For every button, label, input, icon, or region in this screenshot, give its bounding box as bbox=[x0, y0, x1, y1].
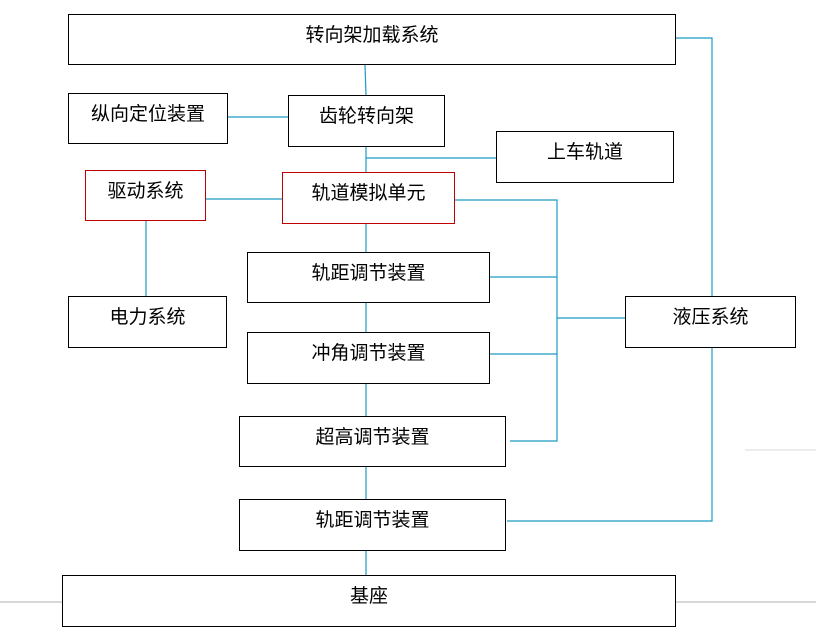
hydraulic-system-box: 液压系统 bbox=[625, 296, 796, 348]
link-super-to-bus bbox=[510, 318, 558, 442]
gauge-adjust-box-2: 轨距调节装置 bbox=[239, 499, 506, 551]
base-box: 基座 bbox=[62, 575, 676, 627]
upper-track-label: 上车轨道 bbox=[546, 141, 623, 163]
link-hydraulic-to-gauge2 bbox=[507, 347, 713, 522]
link-track-unit-to-hydraulic-bus bbox=[455, 199, 558, 318]
drive-system-box: 驱动系统 bbox=[85, 170, 206, 221]
superelevation-adjust-box: 超高调节装置 bbox=[239, 416, 506, 467]
gauge-adjust-label-2: 轨距调节装置 bbox=[315, 509, 430, 531]
bogie-loading-system-label: 转向架加载系统 bbox=[305, 24, 439, 46]
link-loading-to-rack bbox=[364, 64, 367, 96]
gauge-adjust-box-1: 轨距调节装置 bbox=[247, 252, 490, 303]
power-system-label: 电力系统 bbox=[109, 306, 186, 328]
rack-bogie-box: 齿轮转向架 bbox=[288, 95, 445, 147]
superelevation-adjust-label: 超高调节装置 bbox=[315, 426, 430, 448]
track-simulation-unit-label: 轨道模拟单元 bbox=[311, 182, 426, 204]
hydraulic-system-label: 液压系统 bbox=[672, 306, 749, 328]
longitudinal-positioning-box: 纵向定位装置 bbox=[68, 93, 228, 144]
link-loading-to-hydraulic bbox=[676, 37, 713, 297]
base-label: 基座 bbox=[349, 585, 388, 607]
rack-bogie-label: 齿轮转向架 bbox=[318, 105, 414, 127]
angle-adjust-label: 冲角调节装置 bbox=[311, 342, 426, 364]
track-simulation-unit-box: 轨道模拟单元 bbox=[282, 172, 455, 224]
gauge-adjust-label-1: 轨距调节装置 bbox=[311, 262, 426, 284]
power-system-box: 电力系统 bbox=[68, 296, 227, 348]
bogie-loading-system-box: 转向架加载系统 bbox=[68, 14, 676, 65]
upper-track-box: 上车轨道 bbox=[496, 131, 674, 183]
longitudinal-positioning-label: 纵向定位装置 bbox=[90, 103, 205, 125]
angle-adjust-box: 冲角调节装置 bbox=[247, 332, 490, 384]
drive-system-label: 驱动系统 bbox=[107, 180, 184, 202]
